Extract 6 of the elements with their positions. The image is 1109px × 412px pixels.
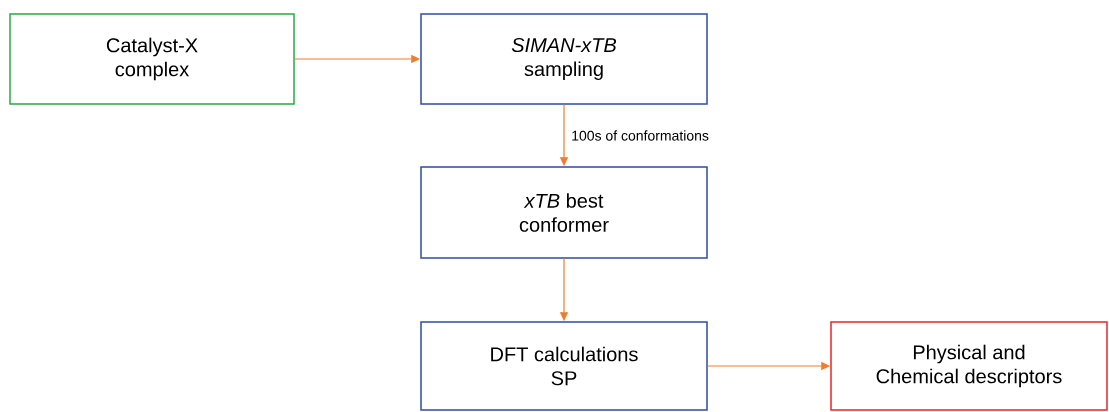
- process-box: DFT calculations SP: [420, 321, 708, 411]
- process-box: SIMAN-xTB sampling: [420, 13, 708, 105]
- edge-label: 100s of conformations: [570, 129, 710, 142]
- process-box: Catalyst-X complex: [9, 13, 295, 105]
- process-box: xTB best conformer: [420, 166, 708, 259]
- process-box: Physical and Chemical descriptors: [830, 321, 1108, 411]
